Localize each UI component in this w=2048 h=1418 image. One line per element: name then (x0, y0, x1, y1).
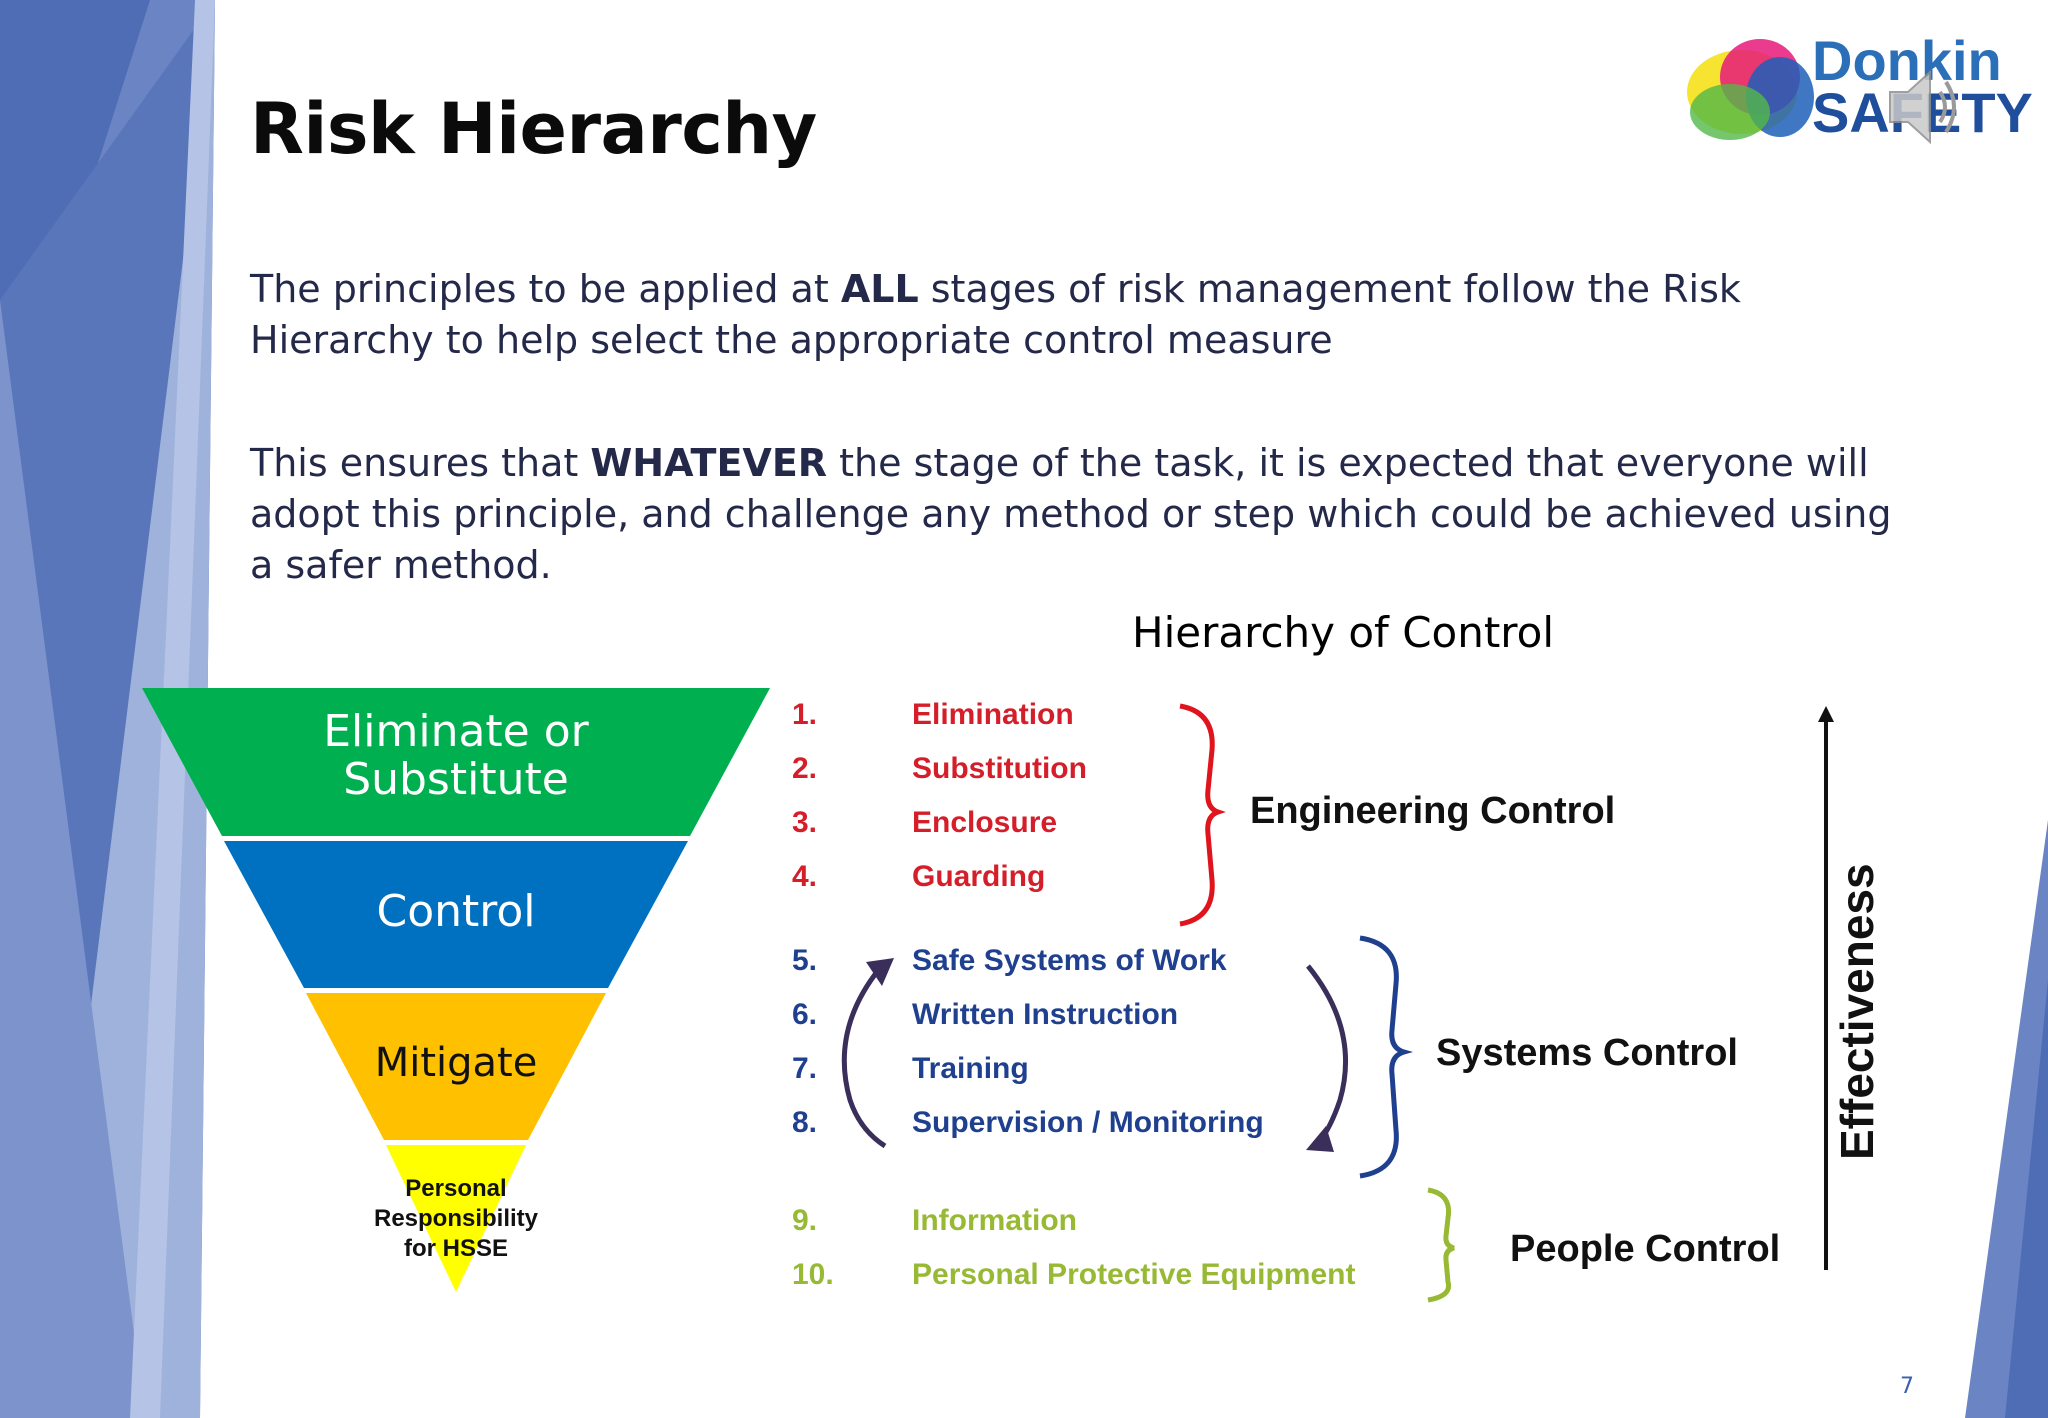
pyramid-level-control (224, 841, 688, 988)
group-systems-control: Systems Control (1436, 1032, 1738, 1074)
group-engineering-control: Engineering Control (1250, 790, 1616, 832)
systems-brace (1359, 935, 1414, 1179)
pyramid-label-personal: Personal Responsibility for HSSE (356, 1174, 556, 1264)
item-label: Enclosure (912, 806, 1058, 839)
pyramid-label-eliminate-line2: Substitute (343, 754, 569, 805)
pyramid-label-personal-line2: Responsibility (373, 1205, 539, 1232)
item-label: Written Instruction (912, 998, 1179, 1031)
item-number: 5. (792, 944, 818, 977)
item-label: Guarding (912, 860, 1046, 893)
paragraph-ensures: This ensures that WHATEVER the stage of … (250, 441, 1892, 587)
item-number: 7. (792, 1052, 818, 1085)
hierarchy-title: Hierarchy of Control (1132, 608, 1555, 657)
item-number: 2. (792, 752, 818, 785)
effectiveness-label: Effectiveness (1831, 863, 1883, 1160)
item-label: Safe Systems of Work (912, 944, 1227, 977)
item-number: 6. (792, 998, 818, 1031)
slide-title: Risk Hierarchy (250, 88, 817, 170)
engineering-brace (1179, 703, 1226, 927)
speaker-icon[interactable] (1882, 62, 1962, 152)
pyramid-level-mitigate (306, 993, 606, 1140)
cycle-arrow-left (841, 966, 887, 1149)
people-brace (1427, 1187, 1455, 1303)
pyramid-label-personal-line1: Personal (405, 1175, 507, 1202)
paragraph-principles: The principles to be applied at ALL stag… (250, 267, 1741, 362)
item-number: 8. (792, 1106, 818, 1139)
pyramid-level-personal (386, 1145, 526, 1292)
cycle-arrow-right (1306, 964, 1348, 1148)
item-label: Elimination (912, 698, 1074, 731)
pyramid-label-control: Control (376, 886, 536, 937)
pyramid-label-eliminate: Eliminate or Substitute (256, 708, 656, 804)
item-number: 1. (792, 698, 818, 731)
item-number: 9. (792, 1204, 818, 1237)
item-label: Supervision / Monitoring (912, 1106, 1264, 1139)
logo-donkin: Donkin (1812, 29, 2002, 92)
item-number: 3. (792, 806, 818, 839)
item-number: 10. (792, 1258, 834, 1291)
pyramid-level-eliminate (142, 688, 770, 836)
donkin-safety-logo: Donkin SAFETY (1680, 22, 2033, 150)
item-label: Personal Protective Equipment (912, 1258, 1356, 1291)
group-people-control: People Control (1510, 1228, 1781, 1270)
pyramid-label-eliminate-line1: Eliminate or (323, 706, 589, 757)
item-number: 4. (792, 860, 818, 893)
page-number: 7 (1900, 1374, 1914, 1399)
item-label: Substitution (912, 752, 1087, 785)
item-label: Training (912, 1052, 1029, 1085)
pyramid-label-personal-line3: for HSSE (403, 1235, 508, 1262)
pyramid-label-mitigate: Mitigate (374, 1040, 538, 1086)
logo-mark (1687, 39, 1814, 140)
item-label: Information (912, 1204, 1077, 1237)
